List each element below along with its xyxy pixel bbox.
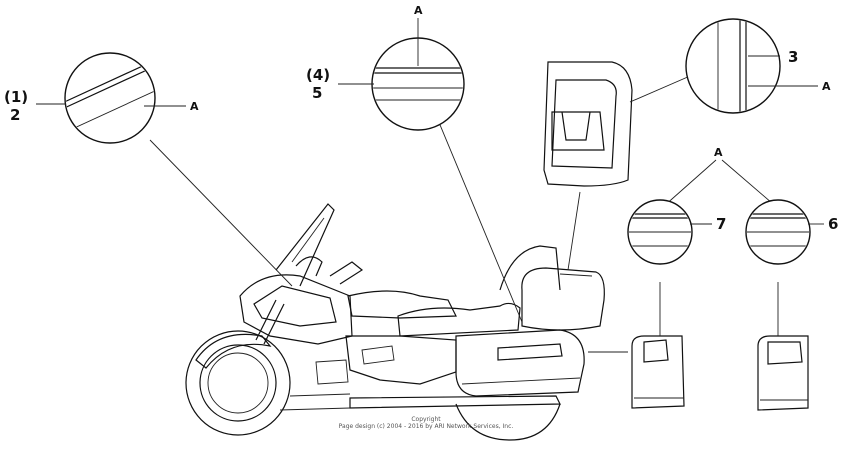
callout-a-pair: A — [714, 146, 723, 159]
callout-a-circle-2: A — [414, 4, 423, 17]
copyright-line-2: Page design (c) 2004 - 2016 by ARI Netwo… — [339, 423, 514, 430]
callout-1: (1) — [4, 88, 28, 106]
detail-circle-stripe-3 — [685, 18, 818, 114]
callout-a-circle-1: A — [190, 100, 199, 113]
trunk-lid-illustration — [543, 61, 633, 187]
copyright-watermark: Copyright Page design (c) 2004 - 2016 by… — [339, 416, 514, 430]
callout-a-circle-3: A — [822, 80, 831, 93]
callout-2: 2 — [10, 106, 20, 124]
callout-4: (4) — [306, 66, 330, 84]
detail-circle-stripe-6 — [745, 199, 824, 265]
detail-circle-stripe-7 — [627, 199, 712, 265]
callout-6: 6 — [828, 215, 838, 233]
detail-circle-stripes-4-5 — [338, 18, 465, 131]
right-saddlebag-lid — [757, 335, 809, 411]
motorcycle-illustration — [185, 203, 605, 441]
left-saddlebag-lid — [631, 335, 685, 409]
callout-3: 3 — [788, 48, 798, 66]
detail-circle-stripes-1-2 — [36, 52, 186, 144]
callout-5: 5 — [312, 84, 322, 102]
copyright-line-1: Copyright — [411, 416, 441, 423]
callout-labels: (1) 2 A A (4) 5 3 A A 7 6 — [4, 4, 838, 233]
callout-7: 7 — [716, 215, 726, 233]
leader-lines — [149, 75, 795, 353]
